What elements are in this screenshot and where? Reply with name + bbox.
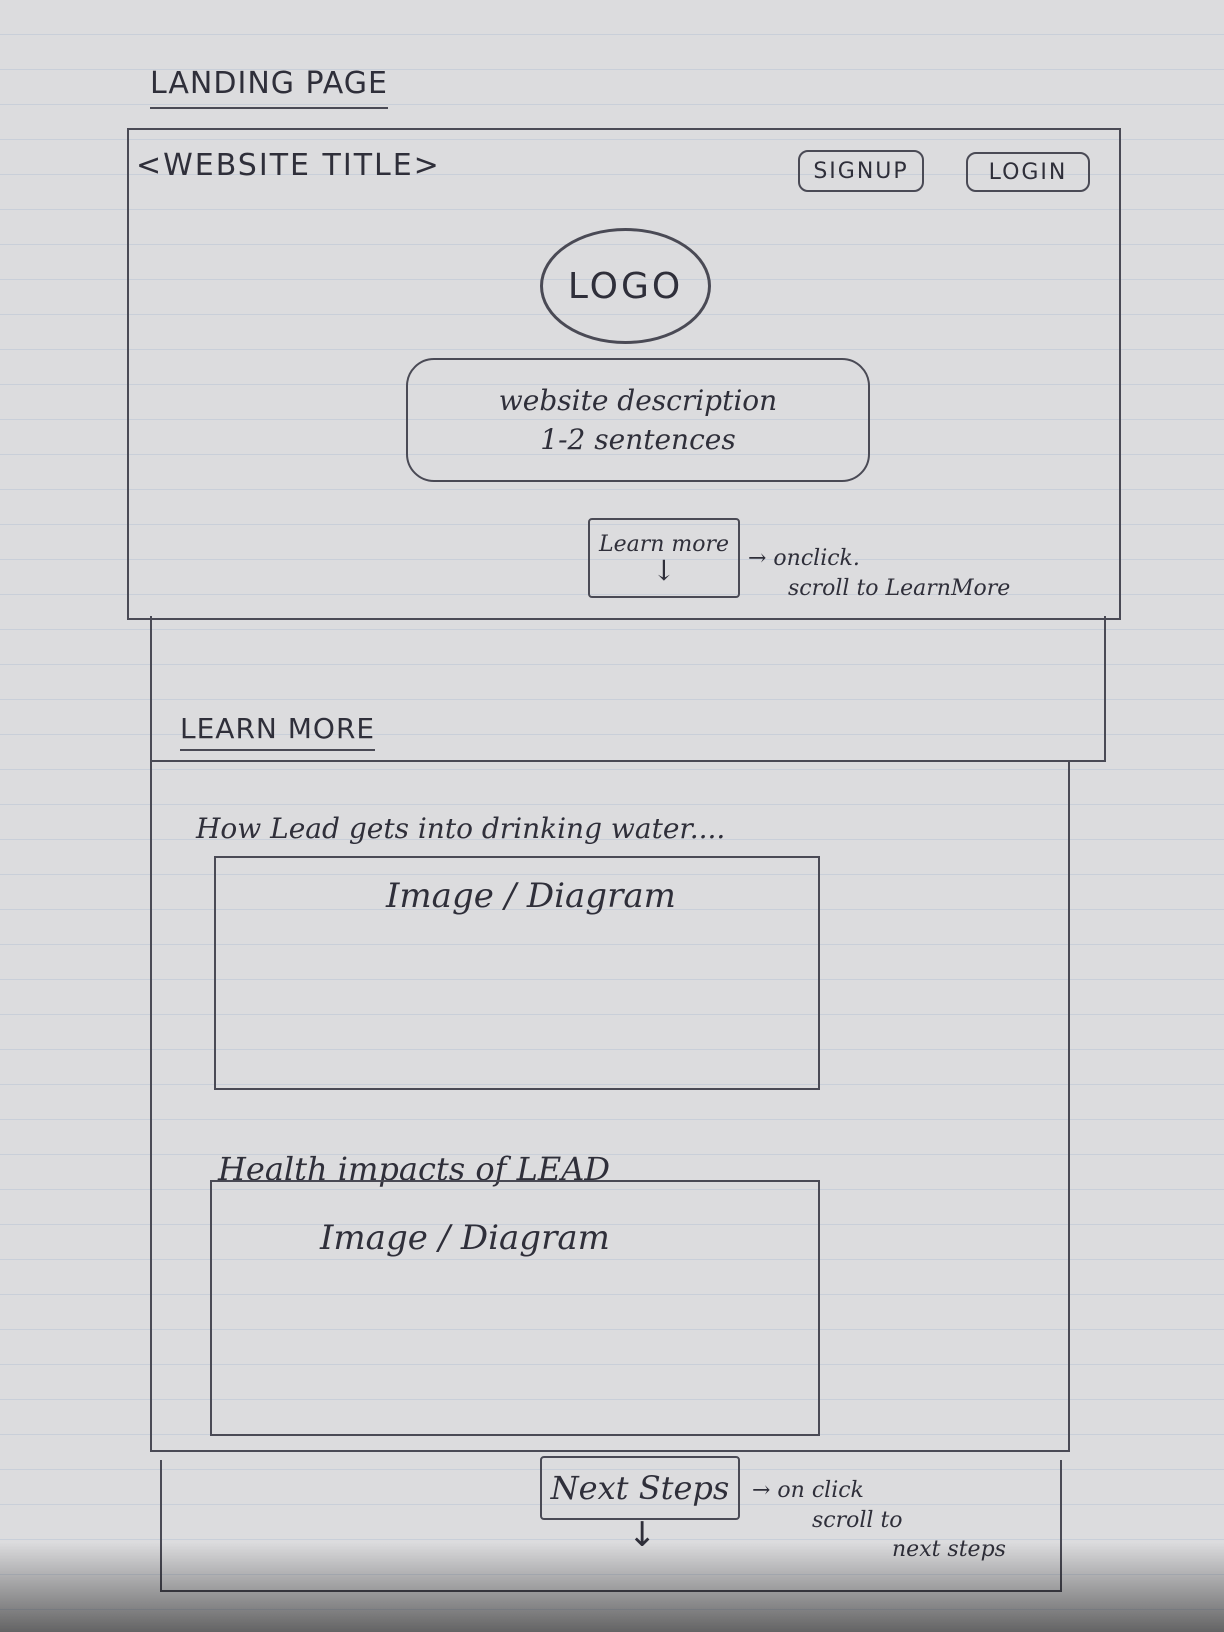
learn-more-label: Learn more (598, 531, 730, 557)
description-line-2: 1-2 sentences (540, 423, 736, 456)
topic-2-image-placeholder: Image / Diagram (210, 1180, 820, 1436)
topic-1-image-label: Image / Diagram (386, 876, 676, 916)
learn-more-heading-band (150, 616, 1106, 762)
website-description: website description 1-2 sentences (406, 358, 870, 482)
page-heading: LANDING PAGE (150, 66, 388, 109)
website-title[interactable]: <WEBSITE TITLE> (136, 148, 441, 183)
annotation-line-1: → onclick. (748, 546, 860, 571)
annotation-line-2: scroll to LearnMore (788, 575, 1011, 601)
next-steps-button[interactable]: Next Steps (540, 1456, 740, 1520)
learn-more-button[interactable]: Learn more ↓ (588, 518, 740, 598)
learn-more-heading: LEARN MORE (180, 712, 376, 751)
login-button[interactable]: LOGIN (966, 152, 1090, 192)
next-steps-annotation-line-1: → on click (752, 1478, 864, 1503)
topic-1-image-placeholder: Image / Diagram (214, 856, 820, 1090)
photo-shadow (0, 1542, 1224, 1632)
topic-1-heading: How Lead gets into drinking water.... (196, 812, 726, 845)
down-arrow-icon: ↓ (652, 553, 676, 587)
learn-more-section-frame (150, 760, 1070, 1452)
topic-2-image-label: Image / Diagram (320, 1218, 610, 1258)
next-steps-annotation-line-2: scroll to (812, 1507, 903, 1533)
signup-button[interactable]: SIGNUP (798, 150, 924, 192)
learn-more-annotation: → onclick. scroll to LearnMore (748, 544, 1010, 603)
logo: LOGO (540, 228, 711, 344)
logo-label: LOGO (567, 265, 684, 307)
description-line-1: website description (498, 383, 778, 417)
hero-section-frame (127, 128, 1121, 620)
